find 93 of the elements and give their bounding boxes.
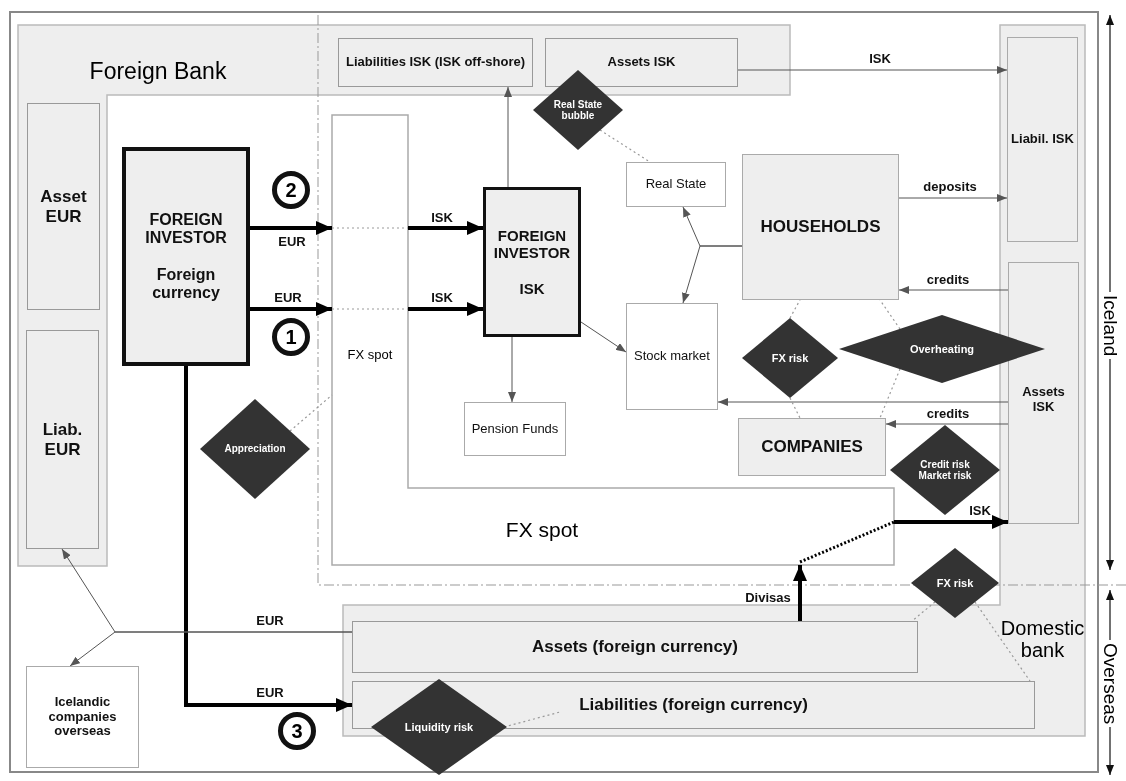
box-label: Liab. EUR	[41, 419, 84, 460]
risk-diamond	[200, 399, 310, 499]
box-label: Liabilities ISK (ISK off-shore)	[345, 55, 526, 70]
process-box	[626, 303, 718, 410]
box-label: Liabilities (foreign currency)	[579, 695, 808, 715]
box-label: Icelandic companies overseas	[47, 694, 118, 740]
edge-label: credits	[926, 406, 970, 420]
box-label: Liabil. ISK	[1011, 132, 1074, 147]
bank-region	[343, 25, 1085, 736]
edge-label: Divisas	[745, 590, 791, 604]
arrow	[717, 398, 1009, 406]
region-label: Foreign Bank	[88, 57, 228, 87]
arrow	[408, 221, 483, 235]
leader-line	[789, 397, 801, 419]
process-box	[26, 330, 99, 549]
edge-label: EUR	[274, 290, 302, 304]
edge-label: EUR	[278, 234, 306, 248]
diamond-label: FX risk	[936, 576, 974, 590]
region-label: Overseas	[1101, 640, 1120, 728]
risk-diamond	[742, 318, 838, 398]
box-label: Real State	[645, 177, 707, 192]
leader-line	[974, 601, 1031, 682]
process-box	[738, 418, 886, 476]
risk-diamond	[533, 70, 623, 150]
diamond-label: FX risk	[771, 351, 809, 365]
process-box	[1007, 37, 1078, 242]
process-box	[1008, 262, 1079, 524]
risk-diamond	[890, 425, 1000, 515]
arrow	[250, 302, 332, 316]
arrow	[898, 194, 1008, 202]
leader-line	[879, 299, 901, 330]
box-label: COMPANIES	[761, 437, 863, 457]
box-label: Assets ISK	[1021, 385, 1066, 415]
leader-line	[599, 129, 651, 163]
diamond-label: Overheating	[909, 342, 975, 356]
process-box	[26, 666, 139, 768]
process-box	[464, 402, 566, 456]
callout-number: 3	[278, 712, 316, 750]
arrow	[580, 321, 627, 353]
process-box	[626, 162, 726, 207]
process-box	[122, 147, 250, 366]
risk-diamond	[839, 315, 1045, 383]
callout-number: 1	[272, 318, 310, 356]
box-label: ISK	[519, 279, 545, 297]
process-box	[352, 621, 918, 673]
process-box	[742, 154, 899, 300]
arrow	[898, 286, 1009, 294]
callout-number: 2	[272, 171, 310, 209]
edge-label: EUR	[256, 613, 284, 627]
box-label: Assets ISK	[607, 55, 676, 70]
arrow	[184, 366, 352, 712]
process-box	[338, 38, 533, 87]
box-label: FOREIGN INVESTOR	[492, 227, 572, 262]
edge-label: EUR	[256, 685, 284, 699]
edge-label: ISK	[431, 210, 453, 224]
diamond-label: Credit risk Market risk	[917, 458, 973, 482]
arrow	[894, 515, 1008, 529]
region-label: Iceland	[1101, 292, 1120, 360]
box-label: Asset EUR	[39, 186, 88, 227]
leader-line	[879, 368, 901, 419]
arrow	[504, 86, 512, 188]
region-label: FX spot	[504, 517, 580, 544]
diamond-label: Appreciation	[224, 443, 286, 455]
arrow	[793, 565, 807, 621]
leader-line	[911, 601, 936, 622]
box-label: Assets (foreign currency)	[532, 637, 738, 657]
edge-label: deposits	[923, 179, 977, 193]
risk-diamond	[371, 679, 507, 775]
arrow	[885, 420, 1009, 428]
risk-diamond	[911, 548, 999, 618]
edge-label: ISK	[969, 503, 991, 517]
edge-label: ISK	[431, 290, 453, 304]
edge-label: credits	[926, 272, 970, 286]
box-label: HOUSEHOLDS	[760, 217, 881, 237]
region-label: Domestic bank	[1000, 616, 1085, 663]
leader-line	[289, 394, 333, 432]
arrow	[250, 221, 332, 235]
box-label: Pension Funds	[471, 421, 559, 437]
box-label: FOREIGN INVESTOR	[144, 210, 228, 248]
diamond-label: Real State bubble	[552, 98, 604, 122]
arrow	[682, 245, 743, 304]
box-label: Foreign currency	[151, 265, 221, 303]
arrow	[69, 631, 353, 667]
arrow	[737, 66, 1008, 74]
process-box	[27, 103, 100, 310]
diamond-label: Liquidity risk	[404, 720, 474, 734]
edge-label: ISK	[869, 51, 891, 65]
arrow	[408, 302, 483, 316]
process-box	[545, 38, 738, 87]
box-label: Stock market	[634, 349, 710, 364]
arrow	[508, 336, 516, 403]
region-label: FX spot	[346, 345, 394, 364]
process-box	[483, 187, 581, 337]
